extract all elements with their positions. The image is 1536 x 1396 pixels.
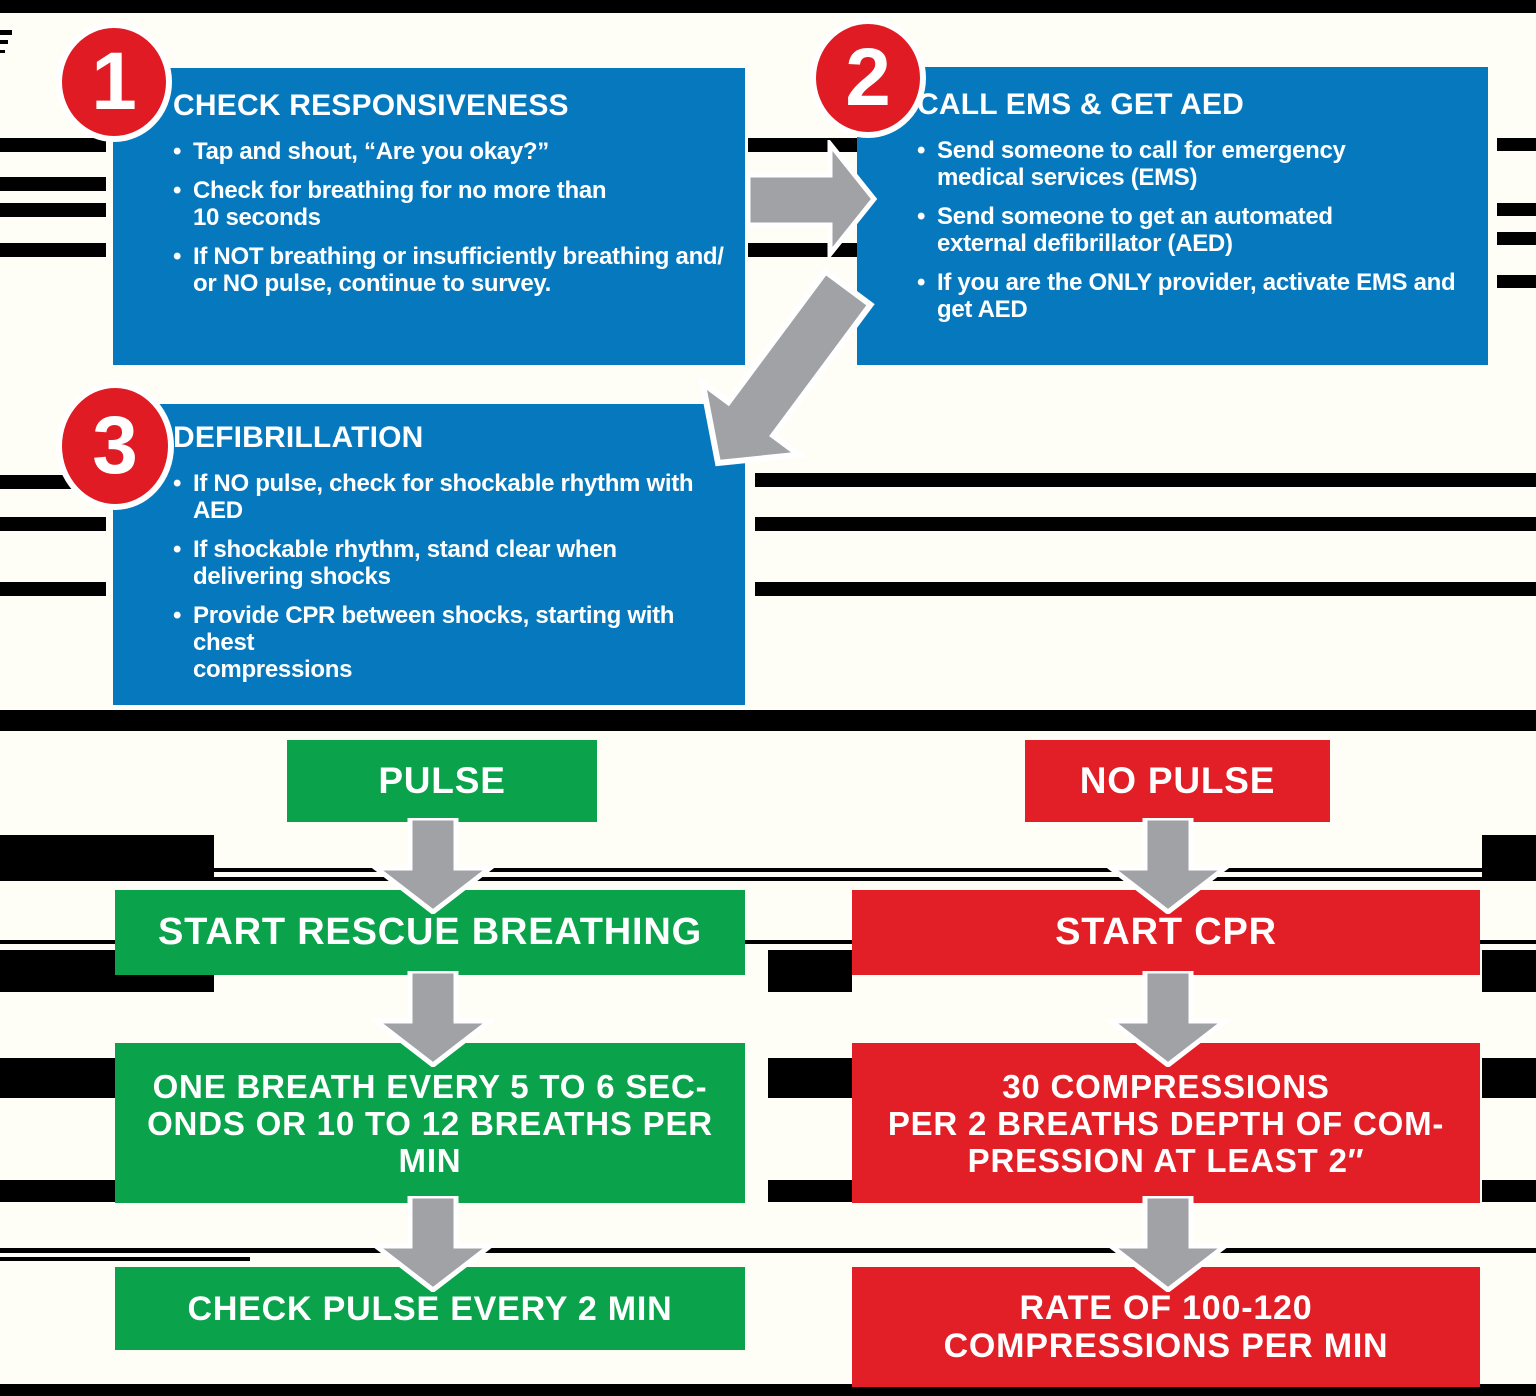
pulse-label-box: PULSE [287,740,597,822]
step1-bullet: • If NOT breathing or insufficiently bre… [173,243,735,297]
artifact-bar [768,950,852,992]
artifact-bar [0,0,1536,13]
bullet-text: Check for breathing for no more than 10 … [193,177,607,231]
step1-bullet: • Tap and shout, “Are you okay?” [173,138,735,165]
arrow-step1-to-step2-icon [746,140,880,260]
artifact-bar [1482,950,1536,992]
artifact-bar [0,138,106,152]
artifact-bar [1482,1058,1536,1098]
artifact-bar [755,582,1536,596]
step2-title: CALL EMS & GET AED [917,88,1244,121]
artifact-bar [1497,138,1536,151]
artifact-bar [0,835,214,881]
arrow-down-icon [1107,1196,1229,1292]
step3-box: DEFIBRILLATION • If NO pulse, check for … [113,404,745,705]
artifact-tick [0,30,12,35]
pulse-step-start-rescue-breathing: START RESCUE BREATHING [115,890,745,975]
bullet-text: Provide CPR between shocks, starting wit… [193,602,675,683]
step1-number-badge: 1 [56,22,172,142]
step2-bullet: • Send someone to get an automated exter… [917,203,1478,257]
artifact-tick [0,40,8,44]
bullet-text: Tap and shout, “Are you okay?” [193,138,549,165]
artifact-bar [0,1384,1536,1396]
artifact-hairline [0,868,1536,872]
step1-bullet: • Check for breathing for no more than 1… [173,177,735,231]
step2-bullet: • If you are the ONLY provider, activate… [917,269,1478,323]
artifact-bar [1482,835,1536,881]
arrow-down-icon [1107,818,1229,914]
step1-title: CHECK RESPONSIVENESS [173,89,569,122]
bullet-text: Send someone to get an automated externa… [937,203,1333,257]
artifact-bar [0,517,106,531]
artifact-bar [0,710,1536,731]
bullet-icon: • [173,138,182,165]
step3-number-badge: 3 [56,382,174,510]
artifact-hairline [0,1248,1536,1253]
arrow-down-icon [372,971,494,1067]
bullet-icon: • [173,536,182,563]
pulse-step-check-pulse: CHECK PULSE EVERY 2 MIN [115,1267,745,1350]
artifact-bar [0,177,106,191]
no-pulse-label-box: NO PULSE [1025,740,1330,822]
step2-box: CALL EMS & GET AED • Send someone to cal… [857,67,1488,365]
step2-bullet: • Send someone to call for emergency med… [917,137,1478,191]
step2-number-badge: 2 [810,18,926,138]
bullet-icon: • [917,203,926,230]
artifact-bar [768,1180,852,1202]
artifact-bar [1497,203,1536,216]
artifact-bar [0,582,106,596]
artifact-bar [1497,232,1536,245]
step1-box: CHECK RESPONSIVENESS • Tap and shout, “A… [113,68,745,365]
artifact-bar [1497,275,1536,288]
bullet-text: If you are the ONLY provider, activate E… [937,269,1456,323]
artifact-bar [755,517,1536,531]
artifact-hairline [0,877,1536,881]
artifact-bar [768,1058,852,1098]
bullet-icon: • [917,269,926,296]
artifact-bar [0,243,106,257]
arrow-step2-to-step3-icon [676,260,896,472]
bullet-text: If shockable rhythm, stand clear when de… [193,536,617,590]
artifact-hairline [0,1257,250,1261]
artifact-hairline [0,940,1536,944]
bullet-icon: • [173,602,182,629]
arrow-down-icon [372,1196,494,1292]
bullet-icon: • [173,470,182,497]
step3-bullet: • Provide CPR between shocks, starting w… [173,602,735,683]
artifact-bar [1482,1180,1536,1202]
artifact-tick [0,50,5,53]
arrow-down-icon [372,818,494,914]
bullet-icon: • [173,177,182,204]
artifact-bar [0,203,106,217]
arrow-down-icon [1107,971,1229,1067]
bullet-text: If NO pulse, check for shockable rhythm … [193,470,694,524]
bullet-text: Send someone to call for emergency medic… [937,137,1346,191]
bullet-text: If NOT breathing or insufficiently breat… [193,243,724,297]
bullet-icon: • [917,137,926,164]
no-pulse-step-compressions: 30 COMPRESSIONS PER 2 BREATHS DEPTH OF C… [852,1043,1480,1203]
step3-bullet: • If shockable rhythm, stand clear when … [173,536,735,590]
artifact-bar [755,473,1536,487]
step3-title: DEFIBRILLATION [173,421,424,454]
pulse-step-breath-rate: ONE BREATH EVERY 5 TO 6 SEC- ONDS OR 10 … [115,1043,745,1203]
step3-bullet: • If NO pulse, check for shockable rhyth… [173,470,735,524]
bullet-icon: • [173,243,182,270]
